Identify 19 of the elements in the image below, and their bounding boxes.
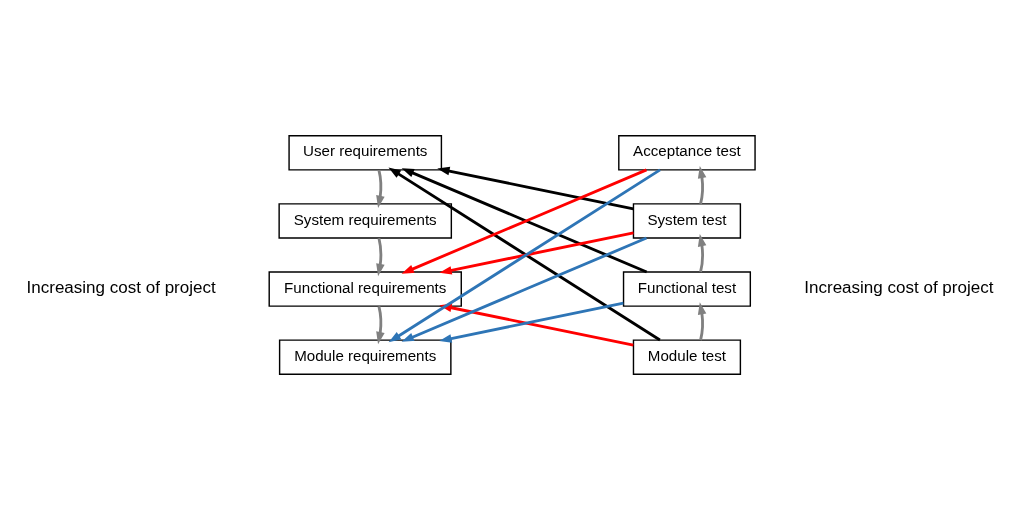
arrow bbox=[376, 237, 385, 276]
label: Increasing cost of project bbox=[26, 277, 216, 297]
arrow bbox=[376, 305, 385, 344]
node-box: Module test bbox=[632, 338, 742, 375]
arrow bbox=[697, 233, 707, 272]
node-box: System test bbox=[632, 202, 742, 239]
label: Increasing cost of project bbox=[804, 277, 994, 297]
arrow bbox=[697, 165, 707, 204]
arrow bbox=[697, 301, 707, 340]
node-box: Functional test bbox=[622, 270, 752, 307]
node-box: User requirements bbox=[288, 134, 443, 171]
arrow bbox=[401, 236, 648, 342]
arrow bbox=[437, 166, 634, 210]
arrow bbox=[439, 231, 634, 275]
node-box: System requirements bbox=[278, 202, 453, 239]
node-box: Module requirements bbox=[278, 338, 452, 375]
arrow bbox=[376, 169, 385, 208]
node-box: Functional requirements bbox=[268, 270, 462, 307]
node-box: Acceptance test bbox=[618, 134, 756, 171]
